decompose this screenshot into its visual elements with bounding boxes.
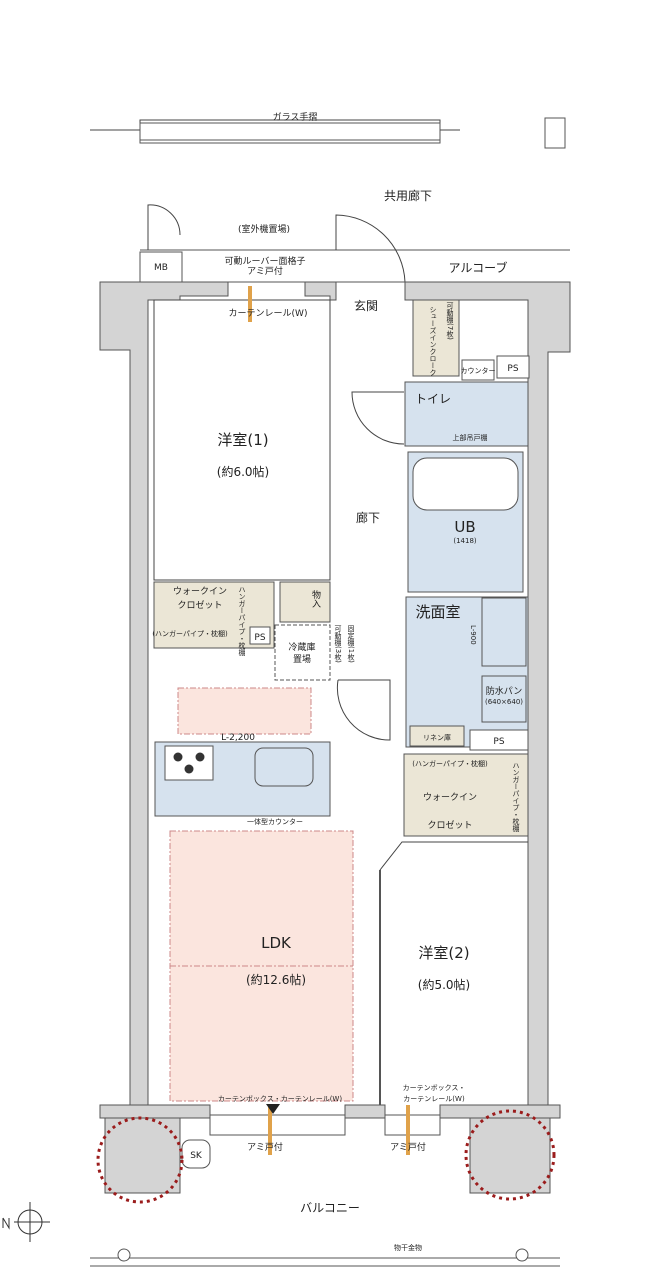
room2-size: (約5.0帖) (418, 977, 470, 992)
curtain-box-right-1: カーテンボックス・ (403, 1084, 466, 1092)
screen-right: アミ戸付 (390, 1142, 426, 1153)
ps-label-2: PS (254, 633, 265, 643)
wic1-label-2: クロゼット (177, 599, 222, 611)
pan-label: 防水パン (486, 685, 522, 697)
ldk-door (336, 679, 391, 741)
movable-shelf-label: 可動棚(3枚) (334, 625, 342, 663)
burner-icon (195, 752, 205, 762)
fridge-label-1: 冷蔵庫 (288, 641, 315, 653)
drying-label: 物干金物 (394, 1243, 422, 1252)
burner-icon (173, 752, 183, 762)
washer-pan (481, 675, 527, 723)
vanity (481, 597, 527, 667)
wic2-area (403, 753, 529, 837)
drying-hook-icon (515, 1248, 529, 1262)
wic1-label-1: ウォークイン (173, 586, 227, 597)
linen-closet (409, 725, 465, 747)
marked-pillar-left (96, 1116, 184, 1204)
louver-label: 可動ルーバー面格子 (225, 255, 306, 267)
counter-label: カウンター (461, 366, 496, 375)
curtain-rail-label: カーテンレール(W) (229, 308, 308, 319)
curtain-box-right-2: カーテンレール(W) (403, 1095, 465, 1103)
kitchen-length: L-2,200 (221, 733, 255, 743)
vanity-length: L-900 (469, 625, 477, 645)
curtain-box-left: カーテンボックス・カーテンレール(W) (218, 1095, 342, 1103)
glass-railing (90, 117, 566, 149)
fixed-shelf-label: 固定棚(1枚) (347, 625, 355, 663)
entry-triangle-icon (266, 1104, 280, 1114)
shoe-closet (412, 299, 460, 377)
ps-label-3: PS (493, 737, 504, 747)
drying-hook-icon (117, 1248, 131, 1262)
alcove-label: アルコーブ (449, 260, 508, 275)
mb-door (147, 204, 181, 250)
wic1-hanger: (ハンガーパイプ・枕棚) (152, 629, 228, 638)
bathtub (412, 457, 519, 511)
storage-label: 物入 (310, 589, 321, 608)
toilet-cabinet-label: 上部吊戸棚 (453, 433, 488, 442)
room2-wall (379, 841, 528, 871)
entrance-door (335, 214, 406, 283)
shoe-shelf-label: 可動棚(7枚) (446, 302, 454, 340)
wic1-hanger-vertical: ハンガーパイプ・枕棚 (238, 586, 246, 657)
fridge-space (274, 624, 331, 681)
ldk-label: LDK (261, 934, 292, 952)
glass-rail-label: ガラス手摺 (273, 111, 318, 123)
room2-label: 洋室(2) (418, 944, 469, 962)
room1-area (153, 299, 331, 581)
louver-screen-label: アミ戸付 (247, 266, 283, 277)
room1-label: 洋室(1) (217, 431, 268, 449)
corridor-label: 共用廊下 (384, 188, 432, 203)
dining-table (177, 687, 312, 735)
room1-size: (約6.0帖) (217, 464, 269, 479)
marked-pillar-right (464, 1109, 556, 1201)
toilet-door (351, 391, 405, 445)
storage-area (279, 581, 331, 623)
wic2-label-1: ウォークイン (423, 792, 477, 803)
sink (254, 747, 314, 787)
bath-size: (1418) (453, 537, 477, 545)
entrance-label: 玄関 (354, 298, 378, 313)
pan-size: (640×640) (485, 698, 523, 706)
mb-box (139, 251, 183, 283)
slop-sink (181, 1139, 211, 1169)
stove (164, 745, 214, 781)
fridge-label-2: 置場 (293, 653, 311, 665)
sk-label: SK (190, 1151, 203, 1161)
room2-window (384, 1114, 441, 1136)
linen-label: リネン庫 (423, 733, 451, 742)
shoe-closet-label: シューズインクローク (429, 306, 437, 376)
burner-icon (184, 764, 194, 774)
wic2-hanger: (ハンガーパイプ・枕棚) (412, 759, 488, 768)
wic2-label-2: クロゼット (427, 819, 472, 831)
mb-label: MB (154, 263, 168, 273)
ldk-size: (約12.6帖) (246, 972, 306, 987)
balcony-label: バルコニー (300, 1201, 360, 1215)
north-compass-icon (2, 1202, 50, 1242)
outdoor-unit-label: (室外機置場) (238, 223, 290, 235)
toilet-area (404, 381, 529, 447)
counter-label: 一体型カウンター (247, 817, 303, 826)
bath-label: UB (454, 518, 475, 536)
ldk-window (209, 1114, 346, 1136)
washroom-label: 洗面室 (415, 603, 460, 621)
hallway-label: 廊下 (356, 510, 380, 525)
toilet-label: トイレ (415, 392, 451, 406)
wic2-hanger-vertical: ハンガーパイプ・枕棚 (512, 762, 520, 833)
ps-label-1: PS (507, 364, 518, 374)
screen-left: アミ戸付 (247, 1142, 283, 1153)
walls (99, 281, 571, 1194)
